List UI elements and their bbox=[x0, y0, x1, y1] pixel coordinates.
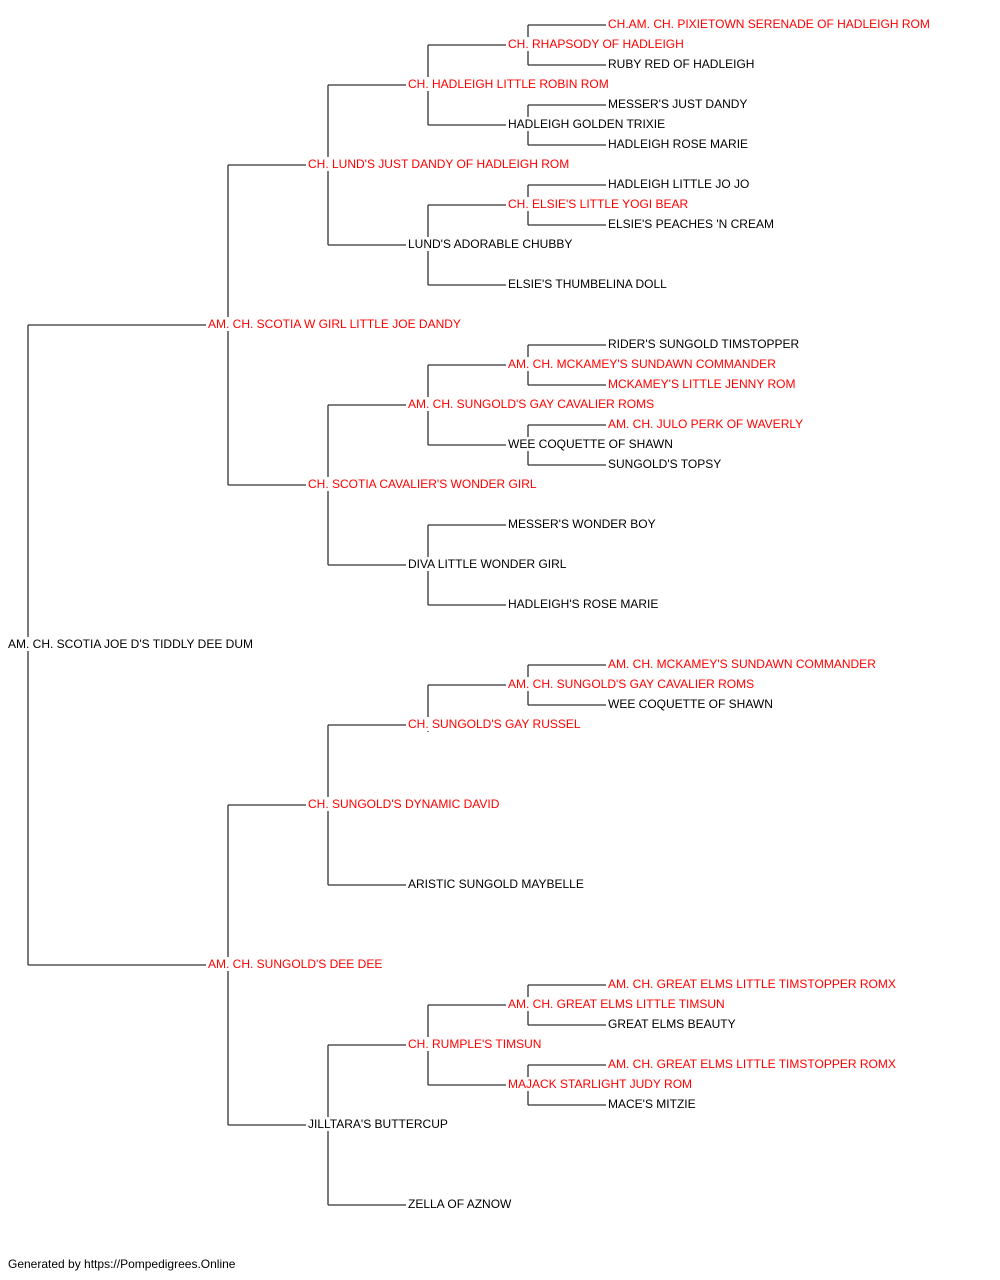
pedigree-entry-sssdd: HADLEIGH ROSE MARIE bbox=[608, 137, 749, 151]
pedigree-entry-ssdsd: ELSIE'S PEACHES 'N CREAM bbox=[608, 217, 774, 231]
pedigree-entry-dsd: ARISTIC SUNGOLD MAYBELLE bbox=[408, 877, 584, 891]
pedigree-entry-ssssd: RUBY RED OF HADLEIGH bbox=[608, 57, 755, 71]
pedigree-entry-dss: CH. SUNGOLD'S GAY RUSSEL bbox=[408, 717, 581, 731]
pedigree-entry-sire: AM. CH. SCOTIA W GIRL LITTLE JOE DANDY bbox=[208, 317, 461, 331]
pedigree-entry-dd: JILLTARA'S BUTTERCUP bbox=[308, 1117, 448, 1131]
footer-credit: Generated by https://Pompedigrees.Online bbox=[8, 1257, 236, 1271]
pedigree-entry-sssd: HADLEIGH GOLDEN TRIXIE bbox=[508, 117, 666, 131]
pedigree-entry-dam: AM. CH. SUNGOLD'S DEE DEE bbox=[208, 957, 383, 971]
pedigree-entry-ddssd: GREAT ELMS BEAUTY bbox=[608, 1017, 736, 1031]
pedigree-entry-ssss: CH. RHAPSODY OF HADLEIGH bbox=[508, 37, 684, 51]
pedigree-entry-sdssd: MCKAMEY'S LITTLE JENNY ROM bbox=[608, 377, 796, 391]
pedigree-entry-ssdd: ELSIE'S THUMBELINA DOLL bbox=[508, 277, 667, 291]
pedigree-entry-ddsd: MAJACK STARLIGHT JUDY ROM bbox=[508, 1077, 693, 1091]
pedigree-entry-sddd: HADLEIGH'S ROSE MARIE bbox=[508, 597, 659, 611]
pedigree-entry-sssds: MESSER'S JUST DANDY bbox=[608, 97, 748, 111]
pedigree-entry-dssss: AM. CH. MCKAMEY'S SUNDAWN COMMANDER bbox=[608, 657, 876, 671]
pedigree-entry-dsssd: WEE COQUETTE OF SHAWN bbox=[608, 697, 773, 711]
pedigree-entry-ss: CH. LUND'S JUST DANDY OF HADLEIGH ROM bbox=[308, 157, 570, 171]
pedigree-entry-ddd: ZELLA OF AZNOW bbox=[408, 1197, 512, 1211]
pedigree-entry-sds: AM. CH. SUNGOLD'S GAY CAVALIER ROMS bbox=[408, 397, 655, 411]
pedigree-entry-sd: CH. SCOTIA CAVALIER'S WONDER GIRL bbox=[308, 477, 537, 491]
pedigree-entry-ssd: LUND'S ADORABLE CHUBBY bbox=[408, 237, 573, 251]
pedigree-entry-sdss: AM. CH. MCKAMEY'S SUNDAWN COMMANDER bbox=[508, 357, 776, 371]
pedigree-entry-ssds: CH. ELSIE'S LITTLE YOGI BEAR bbox=[508, 197, 689, 211]
pedigree-entry-sss: CH. HADLEIGH LITTLE ROBIN ROM bbox=[408, 77, 609, 91]
pedigree-entry-dsss: AM. CH. SUNGOLD'S GAY CAVALIER ROMS bbox=[508, 677, 755, 691]
pedigree-entry-sdsss: RIDER'S SUNGOLD TIMSTOPPER bbox=[608, 337, 800, 351]
pedigree-entry-sdsdd: SUNGOLD'S TOPSY bbox=[608, 457, 722, 471]
pedigree-entry-sssss: CH.AM. CH. PIXIETOWN SERENADE OF HADLEIG… bbox=[608, 17, 930, 31]
pedigree-entry-dds: CH. RUMPLE'S TIMSUN bbox=[408, 1037, 542, 1051]
pedigree-entry-sdd: DIVA LITTLE WONDER GIRL bbox=[408, 557, 567, 571]
pedigree-entry-ddss: AM. CH. GREAT ELMS LITTLE TIMSUN bbox=[508, 997, 725, 1011]
pedigree-entry-subject: AM. CH. SCOTIA JOE D'S TIDDLY DEE DUM bbox=[8, 637, 253, 651]
pedigree-entry-sdsds: AM. CH. JULO PERK OF WAVERLY bbox=[608, 417, 804, 431]
pedigree-entry-ds: CH. SUNGOLD'S DYNAMIC DAVID bbox=[308, 797, 500, 811]
pedigree-entry-sssss2: HADLEIGH LITTLE JO JO bbox=[608, 177, 750, 191]
pedigree-entry-sdds: MESSER'S WONDER BOY bbox=[508, 517, 656, 531]
pedigree-entry-sdsd: WEE COQUETTE OF SHAWN bbox=[508, 437, 673, 451]
pedigree-entry-ddsdd: MACE'S MITZIE bbox=[608, 1097, 696, 1111]
pedigree-entry-ddsss: AM. CH. GREAT ELMS LITTLE TIMSTOPPER ROM… bbox=[608, 977, 896, 991]
pedigree-entry-ddsds: AM. CH. GREAT ELMS LITTLE TIMSTOPPER ROM… bbox=[608, 1057, 896, 1071]
